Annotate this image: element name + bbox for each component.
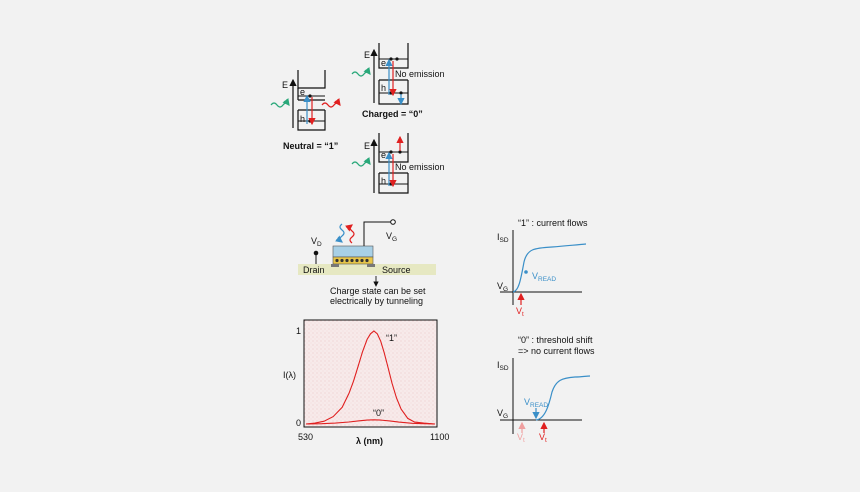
conduction-band-outline: [297, 70, 326, 89]
y-tick-1: 1: [296, 326, 301, 336]
electron-dot: [308, 94, 312, 98]
band-diagram-charged-hole: E e h No emission: [351, 133, 445, 194]
no-emission-label: No emission: [395, 69, 445, 79]
note-line-2: electrically by tunneling: [330, 296, 423, 306]
x-axis-label: λ (nm): [356, 436, 383, 446]
gate-wire: [363, 221, 391, 246]
neutral-caption: Neutral = “1”: [283, 141, 338, 151]
iv-curve-current-flows: “1” : current flows ISD VG VREAD Vt: [497, 218, 588, 318]
hole-label: h: [381, 176, 386, 186]
vread-label: VREAD: [524, 397, 548, 409]
gate-terminal: [390, 219, 396, 225]
charged-caption: Charged = “0”: [362, 109, 423, 119]
vg-label: VG: [497, 408, 508, 420]
spectrum-line-zero: [305, 419, 436, 425]
energy-axis-label: E: [364, 141, 370, 151]
vg-label: VG: [497, 281, 508, 293]
incoming-light: [335, 223, 345, 243]
hole-dot: [389, 91, 393, 95]
incoming-light-wave: [351, 67, 371, 77]
hole-dot-2: [399, 91, 403, 95]
electron-dot: [389, 150, 393, 154]
emitted-light: [345, 224, 355, 244]
electron-label: e: [381, 150, 386, 160]
drain-terminal: [313, 250, 319, 256]
source-label: Source: [382, 265, 411, 275]
isd-label: ISD: [497, 360, 509, 372]
vd-label: VD: [311, 236, 322, 248]
extra-electron-dot: [395, 57, 399, 61]
y-tick-0: 0: [296, 418, 301, 428]
electron-dot-2: [398, 150, 402, 154]
note-line-1: Charge state can be set: [330, 286, 426, 296]
hole-label: h: [300, 114, 305, 124]
incoming-light-wave: [270, 98, 290, 108]
isd-label: ISD: [497, 232, 509, 244]
electron-label: e: [381, 58, 386, 68]
vread-marker: [524, 270, 528, 274]
hole-dot: [389, 182, 393, 186]
y-axis-label: I(λ): [283, 370, 296, 380]
spectrum-series: [305, 330, 436, 425]
incoming-light-wave: [351, 157, 371, 167]
iv-top-title: “1” : current flows: [518, 218, 588, 228]
drain-contact: [331, 264, 339, 267]
iv-curve: [535, 375, 591, 421]
series-label-zero: “0”: [373, 408, 384, 418]
series-label-one: “1”: [386, 333, 397, 343]
plot-area: [303, 319, 438, 428]
electron-dot: [389, 57, 393, 61]
band-diagram-charged-electron: E e h No emission Charged = “0”: [351, 43, 445, 119]
iv-bottom-title-1: “0” : threshold shift: [518, 335, 593, 345]
iv-bottom-title-2: => no current flows: [518, 346, 595, 356]
vt-label: Vt: [516, 306, 524, 318]
gate-oxide: [332, 245, 374, 258]
vt-label: Vt: [539, 432, 547, 444]
x-tick-1100: 1100: [430, 432, 449, 442]
source-contact: [367, 264, 375, 267]
x-tick-530: 530: [298, 432, 313, 442]
vt-old-label: Vt: [517, 432, 525, 444]
substrate: [298, 264, 436, 275]
spectrum-chart: 1 0 530 1100 I(λ) λ (nm) “1” “0”: [283, 319, 449, 446]
vread-label: VREAD: [532, 271, 556, 283]
band-diagram-neutral: E e h Neutral = “1”: [270, 70, 341, 151]
iv-curve-threshold-shift: “0” : threshold shift => no current flow…: [497, 335, 595, 444]
vg-label: VG: [386, 231, 397, 243]
no-emission-label: No emission: [395, 162, 445, 172]
emitted-light-wave: [321, 98, 341, 108]
quantum-dots: [335, 258, 369, 263]
spectrum-line-one: [305, 330, 436, 425]
hole-dot: [308, 119, 312, 123]
drain-label: Drain: [303, 265, 325, 275]
iv-curve: [512, 243, 587, 293]
energy-axis-label: E: [282, 80, 288, 90]
energy-axis-label: E: [364, 50, 370, 60]
hole-label: h: [381, 83, 386, 93]
electron-label: e: [300, 87, 305, 97]
device-schematic: VD VG Drain Source Charge state can be s…: [298, 219, 436, 306]
